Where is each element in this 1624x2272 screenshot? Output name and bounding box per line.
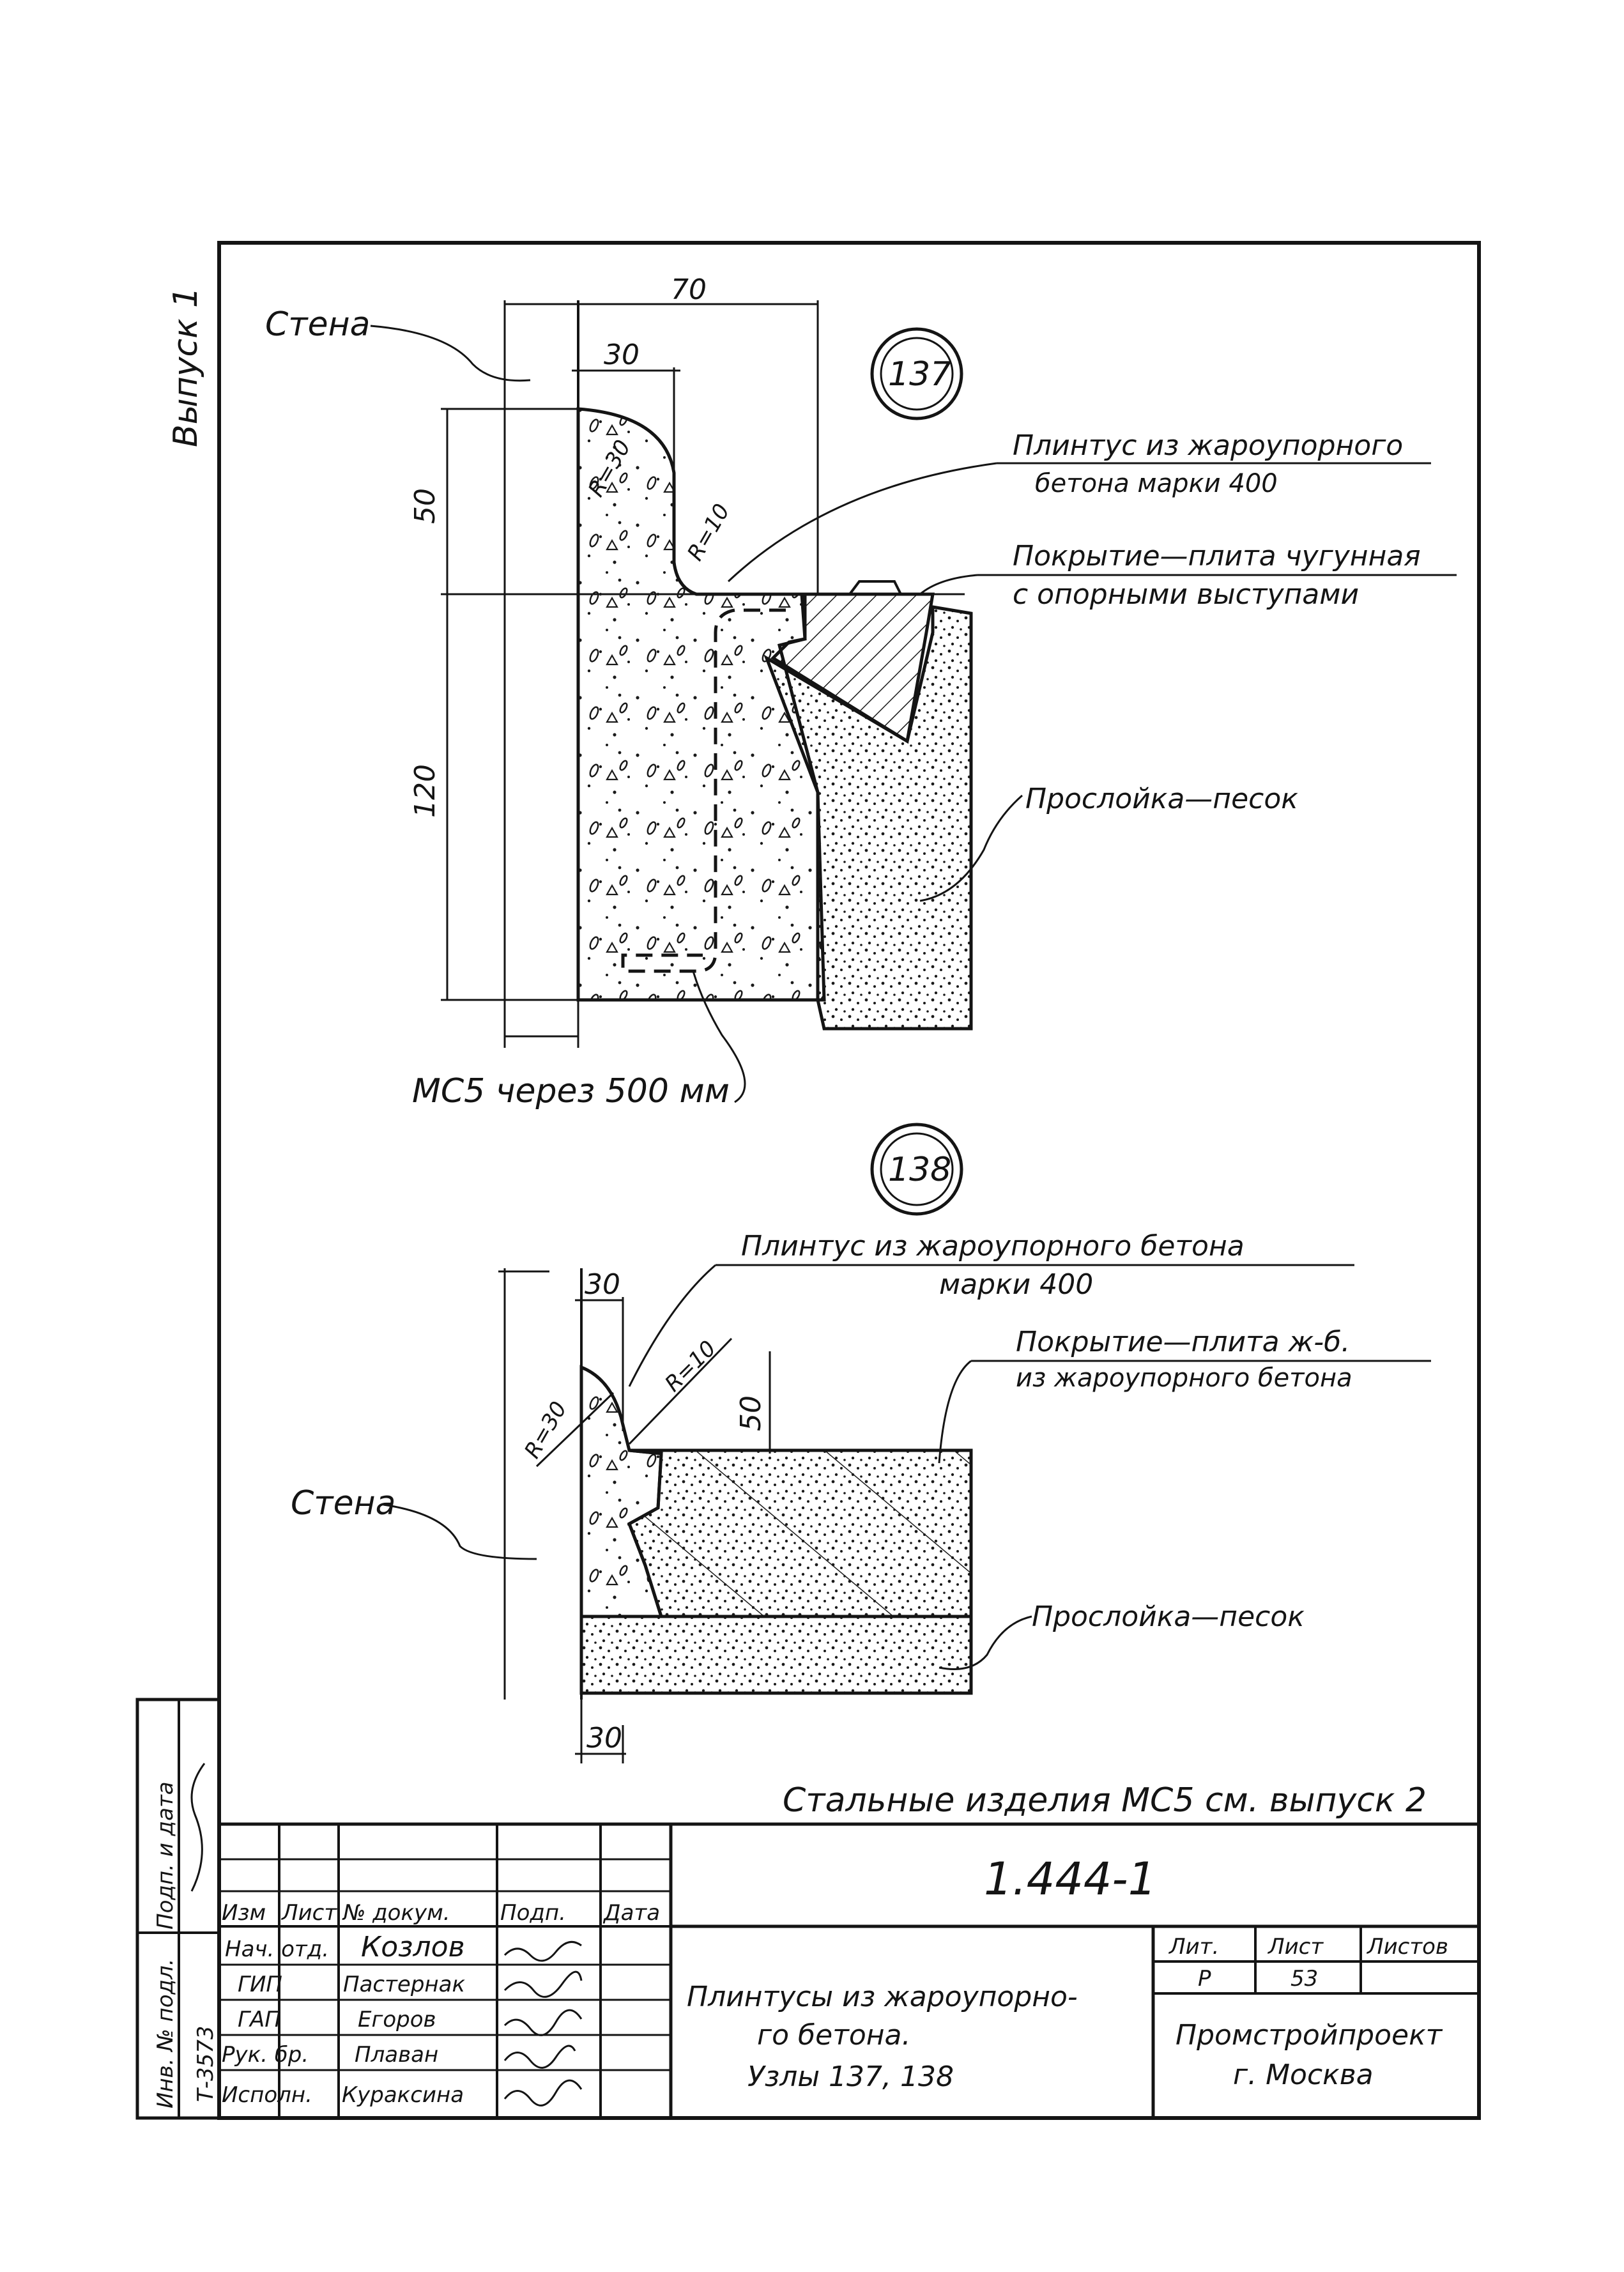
sheet-label: Лист bbox=[1267, 1934, 1324, 1960]
plinth-callout-137-l1: Плинтус из жароупорного bbox=[1013, 429, 1403, 462]
lit-label: Лит. bbox=[1168, 1934, 1219, 1960]
name-1: Козлов bbox=[361, 1931, 465, 1963]
hdr-list: Лист bbox=[280, 1900, 337, 1926]
dim-137-top: 70 bbox=[671, 273, 707, 306]
plinth-callout-138-l1: Плинтус из жароупорного бетона bbox=[741, 1230, 1245, 1263]
role-3: ГАП bbox=[238, 2007, 281, 2032]
anchor-note-137: МС5 через 500 мм bbox=[412, 1072, 730, 1110]
dim-137-inner: 30 bbox=[604, 339, 640, 371]
title-block: Изм Лист № докум. Подп. Дата Нач. отд. К… bbox=[219, 1822, 1479, 2118]
name-5: Кураксина bbox=[342, 2082, 464, 2108]
r30-138: R=30 bbox=[519, 1397, 572, 1463]
doc-code: 1.444-1 bbox=[984, 1853, 1156, 1905]
r10-138: R=10 bbox=[660, 1336, 721, 1397]
sheet-value: 53 bbox=[1291, 1966, 1318, 1992]
name-3: Егоров bbox=[358, 2007, 436, 2032]
hdr-izm: Изм bbox=[222, 1900, 266, 1926]
sand-layer-137 bbox=[763, 605, 973, 1031]
node-137-marker bbox=[870, 327, 963, 420]
sand-layer-138 bbox=[579, 1615, 973, 1695]
sand-callout-138: Прослойка—песок bbox=[1032, 1600, 1305, 1633]
hdr-date: Дата bbox=[602, 1900, 660, 1926]
name-4: Плаван bbox=[355, 2042, 438, 2068]
cover-callout-138-l2: из жароупорного бетона bbox=[1016, 1363, 1352, 1393]
org-name: Промстройпроект bbox=[1176, 2019, 1443, 2052]
r10-137: R=10 bbox=[682, 500, 735, 565]
role-4: Рук. бр. bbox=[222, 2042, 309, 2068]
node-138: 138 30 30 50 R=30 R=10 Плинтус из жароуп… bbox=[291, 1123, 1431, 1763]
node-138-number: 138 bbox=[888, 1151, 951, 1189]
name-2: Пастернак bbox=[343, 1972, 465, 1997]
dim-138-height: 50 bbox=[735, 1395, 767, 1431]
wall-label-138: Стена bbox=[291, 1484, 395, 1523]
inv-no-value: Т-3573 bbox=[193, 2025, 218, 2102]
node-137-number: 137 bbox=[888, 355, 951, 394]
cover-callout-137-l2: с опорными выступами bbox=[1013, 578, 1359, 611]
node-138-marker bbox=[870, 1123, 963, 1216]
role-1: Нач. отд. bbox=[225, 1937, 329, 1962]
sand-callout-137: Прослойка—песок bbox=[1025, 783, 1298, 815]
dim-137-upper: 50 bbox=[409, 488, 441, 524]
title-line-2: го бетона. bbox=[757, 2019, 911, 2052]
hdr-doc: № докум. bbox=[342, 1900, 450, 1926]
hdr-sign: Подп. bbox=[500, 1900, 566, 1926]
cover-callout-138-l1: Покрытие—плита ж-б. bbox=[1016, 1326, 1350, 1358]
title-line-3: Узлы 137, 138 bbox=[747, 2061, 954, 2093]
anchor-137 bbox=[621, 608, 786, 973]
sheets-label: Листов bbox=[1366, 1934, 1448, 1960]
title-line-1: Плинтусы из жароупорно- bbox=[687, 1981, 1078, 2013]
plinth-callout-138-l2: марки 400 bbox=[939, 1268, 1093, 1301]
node-137: 70 30 50 120 R=30 R=10 137 Стена bbox=[265, 273, 1457, 1110]
side-stamp: Подп. и дата Инв. № подл. Т-3573 bbox=[135, 1698, 221, 2120]
steel-note: Стальные изделия МС5 см. выпуск 2 bbox=[783, 1781, 1427, 1820]
dim-138-top: 30 bbox=[585, 1268, 620, 1301]
dim-137-lower: 120 bbox=[409, 764, 441, 818]
dim-138-bottom: 30 bbox=[586, 1722, 622, 1754]
org-city: г. Москва bbox=[1233, 2059, 1374, 2091]
plinth-callout-137-l2: бетона марки 400 bbox=[1035, 469, 1278, 498]
role-2: ГИП bbox=[238, 1972, 282, 1997]
issue-side-label: Выпуск 1 bbox=[167, 287, 205, 447]
cover-callout-137-l1: Покрытие—плита чугунная bbox=[1013, 540, 1421, 572]
sheet-frame bbox=[217, 241, 1481, 2120]
lit-value: Р bbox=[1198, 1966, 1211, 1992]
inv-no-label: Инв. № подл. bbox=[153, 1958, 178, 2108]
wall-label-137: Стена bbox=[265, 305, 370, 344]
sign-date-label: Подп. и дата bbox=[153, 1781, 178, 1930]
role-5: Исполн. bbox=[222, 2082, 312, 2108]
cast-iron-plate-137 bbox=[770, 592, 935, 744]
